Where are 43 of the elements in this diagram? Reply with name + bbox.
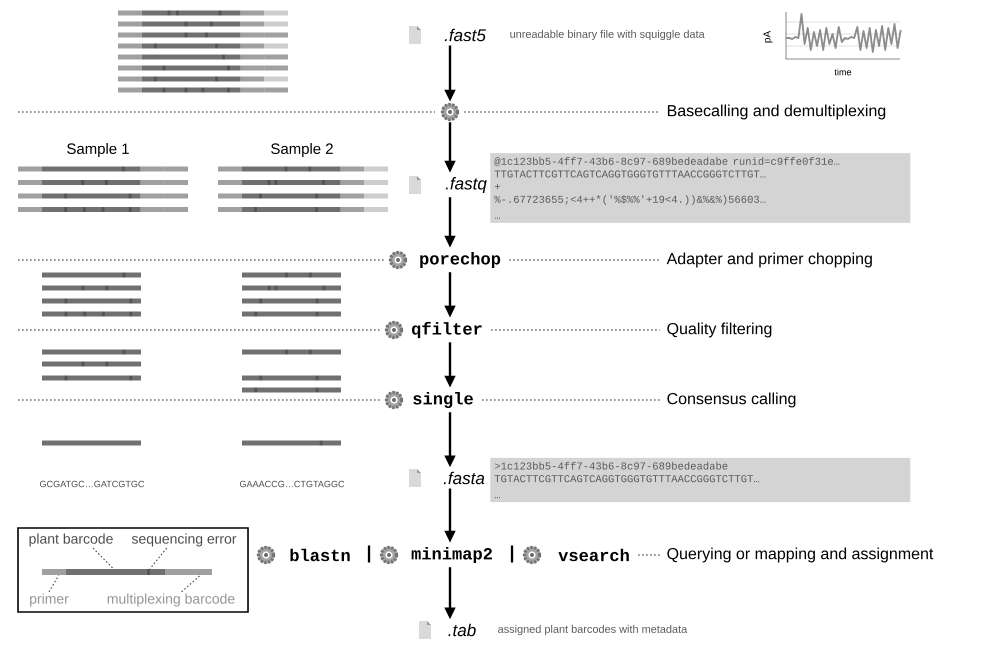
- tool-name: vsearch: [558, 548, 629, 562]
- step-description: Querying or mapping and assignment: [667, 548, 934, 562]
- leader-line: [150, 548, 168, 570]
- tool-name: porechop: [420, 252, 500, 268]
- separator: |: [510, 545, 514, 562]
- leader-line: [181, 574, 201, 592]
- dotted-connector: [464, 111, 660, 113]
- file-description: assigned plant barcodes with metadata: [498, 624, 688, 636]
- sample-heading: Sample 1: [67, 143, 129, 157]
- dotted-connector: [482, 399, 660, 401]
- axis-label: time: [834, 68, 852, 76]
- callout-label: multiplexing barcode: [108, 593, 235, 607]
- sequence-text: GCGATGC…GATCGTGC: [40, 480, 144, 488]
- dotted-connector: [491, 329, 660, 331]
- legend-box: [17, 527, 249, 613]
- callout-label: plant barcode: [29, 533, 113, 547]
- sequence-text: GAAACCG…CTGTAGGC: [240, 480, 344, 488]
- callout-label: sequencing error: [132, 533, 236, 547]
- separator: |: [368, 545, 370, 562]
- record-box: >1c123bb5-4ff7-43b6-8c97-689bedeadabe TGTACTTCGTTCAGTCAGGTGGGTGTTTAACCGGGTCTTGT… …: [490, 458, 910, 502]
- file-format-label: .fasta: [444, 472, 484, 484]
- file-format-label: .tab: [448, 624, 476, 636]
- dotted-connector: [509, 259, 660, 261]
- leader-line: [48, 574, 60, 592]
- tool-name: blastn: [290, 548, 350, 562]
- step-description: Quality filtering: [667, 322, 772, 338]
- leader-line: [92, 548, 114, 570]
- read-segment-drawing: [42, 569, 212, 575]
- file-format-label: .fast5: [444, 28, 486, 42]
- step-description: Basecalling and demultiplexing: [668, 104, 886, 120]
- callout-label: primer: [30, 593, 69, 607]
- tool-name: qfilter: [412, 322, 482, 338]
- tool-name: single: [413, 392, 473, 408]
- dotted-connector: [638, 554, 660, 556]
- axis-label: pA: [764, 30, 772, 42]
- record-box: @1c123bb5-4ff7-43b6-8c97-689bedeadabe runid=c9ffe0f31e… TTGTACTTCGTTCAGTCAGGTGGGTGTTTAACCGGGTCTTGT… + %-.67723655;<4++*('%$%%'+19<4.))&%&%)56603… …: [490, 153, 910, 223]
- file-description: unreadable binary file with squiggle data: [510, 30, 705, 40]
- file-format-label: .fastq: [446, 177, 487, 193]
- gear-icon: [440, 102, 460, 122]
- step-description: Adapter and primer chopping: [666, 252, 872, 268]
- step-description: Consensus calling: [667, 392, 796, 408]
- sample-heading: Sample 2: [271, 143, 333, 157]
- tool-name: minimap2: [412, 547, 492, 563]
